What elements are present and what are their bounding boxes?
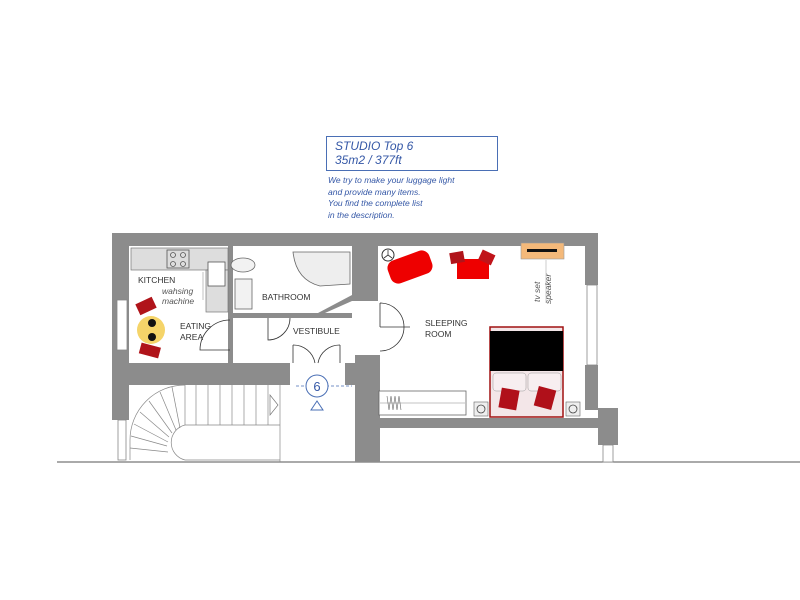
- hangers-icon: [386, 395, 402, 411]
- chair-icon: [138, 342, 161, 359]
- sofa-icon: [387, 250, 433, 284]
- speaker-icon: [565, 401, 581, 417]
- plate-icon: [148, 333, 156, 341]
- chair-icon: [135, 296, 157, 316]
- windows: [116, 284, 614, 463]
- armchair-icon: [449, 250, 465, 265]
- tv-label: tv set: [532, 281, 542, 302]
- title-area: 35m2 / 377ft: [335, 153, 402, 167]
- doorway: [352, 301, 378, 355]
- sink-icon: [207, 261, 226, 287]
- speaker-cone: [568, 404, 578, 414]
- note-line: in the description.: [328, 209, 395, 220]
- bathtub-icon: [292, 251, 351, 287]
- note-line: We try to make your luggage light: [328, 175, 455, 185]
- bathroom-label: BATHROOM: [262, 292, 310, 302]
- note-line: and provide many items.: [328, 186, 421, 197]
- bath-wall-slant: [318, 295, 352, 313]
- entrance-triangle-icon: [310, 400, 324, 411]
- table-icon: [137, 316, 165, 344]
- plate-icon: [148, 319, 156, 327]
- washing-machine-label: wahsing: [162, 286, 193, 296]
- bed-icon: [489, 326, 564, 418]
- eating-area-label: EATING: [180, 321, 211, 331]
- coffee-table-icon: [457, 259, 489, 279]
- washbasin-icon: [234, 278, 253, 310]
- tv-icon: [527, 249, 557, 252]
- note-line: You find the complete list: [328, 198, 423, 208]
- unit-marker-number: 6: [313, 379, 320, 394]
- sleeping-room-label: SLEEPING: [425, 318, 468, 328]
- kitchen-label: KITCHEN: [138, 275, 175, 285]
- clock-icon: [381, 248, 395, 262]
- speaker-icon: [473, 401, 489, 417]
- eating-area-label-2: AREA: [180, 332, 203, 342]
- doors: [199, 302, 410, 364]
- staircase: [129, 384, 281, 462]
- vestibule-label: VESTIBULE: [293, 326, 340, 336]
- sleeping-room-label-2: ROOM: [425, 329, 451, 339]
- armchair-icon: [478, 249, 496, 266]
- title-name: STUDIO Top 6: [335, 139, 414, 153]
- speaker-cone: [476, 404, 486, 414]
- unit-marker: [305, 374, 329, 398]
- stove-icon: [166, 249, 190, 269]
- toilet-icon: [230, 257, 256, 273]
- entrance-doorway: [290, 363, 345, 385]
- speaker-label: speaker: [543, 273, 553, 304]
- clock-hands: [383, 250, 393, 259]
- washing-machine-label-2: machine: [162, 296, 194, 306]
- title-box: STUDIO Top 6 35m2 / 377ft: [326, 136, 498, 171]
